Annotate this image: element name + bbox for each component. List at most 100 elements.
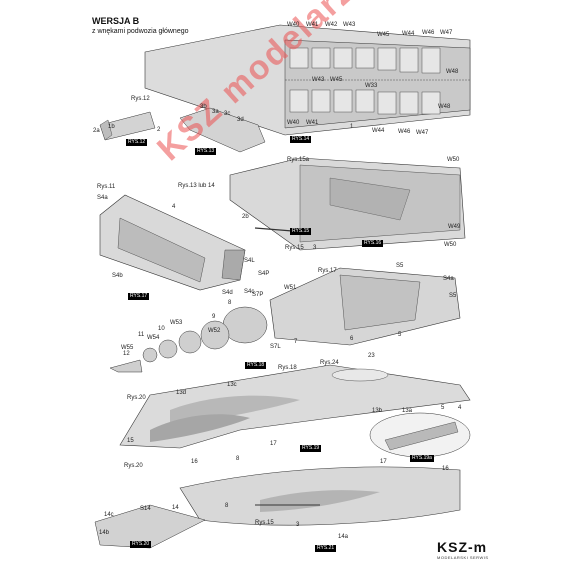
part-label: S4d [222,290,233,296]
part-label: Rys.18 [278,365,297,371]
part-label: W40 [287,22,300,28]
part-label: 3 [313,245,317,251]
part-label: W46 [398,129,411,135]
part-label: W33 [365,83,378,89]
part-label: W44 [372,128,385,134]
detail-rys19a [369,412,471,458]
part-label: Rys.24 [320,360,339,366]
part-label: 5 [441,405,445,411]
part-label: W49 [448,224,461,230]
part-label: Rys.12 [131,96,150,102]
logo-subtext: MODELARSKI SERWIS [437,555,489,560]
part-label: 17 [270,441,277,447]
part-label: 13c [227,382,237,388]
part-label: Rys.15a [287,157,310,163]
part-label: 7 [294,339,298,345]
part-label: S4P [258,271,270,277]
rys-tag: RYS.21 [315,545,337,552]
part-label: Rys.15 [255,520,274,526]
part-label: S4L [244,258,255,264]
part-label: W48 [446,69,459,75]
nose-piece-rys20 [94,504,206,549]
rys-tag: RYS.13 [195,148,217,155]
rys-tag: RYS.16 [362,240,384,247]
part-label: W52 [208,328,221,334]
part-label: 13d [176,390,187,396]
part-label: 8 [236,456,240,462]
part-label: W44 [402,31,415,37]
part-label: S4c [244,289,255,295]
part-label: 3c [224,111,231,117]
part-label: 11 [138,332,145,338]
part-label: W51 [284,285,297,291]
part-label: W45 [330,77,343,83]
cockpit-section-rys18 [269,267,461,346]
part-label: S5 [396,263,404,269]
part-label: 2 [157,127,161,133]
part-label: 13b [372,408,383,414]
part-label: W53 [170,320,183,326]
part-label: S4b [112,273,123,279]
part-label: W43 [343,22,356,28]
nose-rings-rys18 [109,306,268,373]
logo: KSZ-m MODELARSKI SERWIS [437,539,489,560]
part-label: W48 [438,104,451,110]
rys-tag: RYS.20 [130,541,152,548]
fuselage-rys19 [119,364,471,449]
part-label: 5 [398,332,402,338]
part-label: 9 [212,314,216,320]
part-rys13 [179,107,266,153]
rys-tag: RYS.15 [290,228,312,235]
part-label: S4a [443,276,454,282]
part-label: S7L [270,344,281,350]
part-label: 14a [338,534,349,540]
part-label: W41 [306,22,319,28]
part-label: 3a [212,109,219,115]
part-label: 15 [127,438,134,444]
part-label: S7P [252,292,264,298]
part-label: W40 [287,120,300,126]
part-label: 16 [442,466,449,472]
rys-tag: RYS.17 [128,293,150,300]
nose-box-rys17 [99,194,246,291]
part-label: Rys.20 [127,395,146,401]
part-label: S4a [97,195,108,201]
part-label: W47 [416,130,429,136]
part-label: 1 [350,124,354,130]
rys-tag: RYS.19 [300,445,322,452]
part-label: 23 [368,353,375,359]
part-label: 4 [172,204,176,210]
logo-text: KSZ-m [437,539,488,555]
part-label: 2b [242,214,249,220]
part-label: 16 [191,459,198,465]
rys-tag: RYS.19a [410,455,434,462]
part-label: Rys.20 [124,463,143,469]
part-label: W42 [325,22,338,28]
part-label: Rys.11 [97,184,116,190]
part-label: 14 [172,505,179,511]
page-title: WERSJA B [92,16,140,26]
part-label: 17 [380,459,387,465]
part-label: S5 [449,293,457,299]
fuselage-rys21 [179,466,461,526]
part-label: 10 [158,326,165,332]
part-label: W55 [121,345,134,351]
part-label: Rys.17 [318,268,337,274]
part-label: W45 [377,32,390,38]
part-label: Rys.15 [285,245,304,251]
rys-tag: RYS.12 [126,139,148,146]
part-label: S14 [140,506,151,512]
part-rys12 [99,111,156,141]
part-label: W50 [447,157,460,163]
part-label: W50 [444,242,457,248]
part-label: W47 [440,30,453,36]
part-label: 3 [296,522,300,528]
part-label: W54 [147,335,160,341]
part-label: 12 [123,351,130,357]
part-label: 8 [228,300,232,306]
part-label: W41 [306,120,319,126]
part-label: 14b [99,530,110,536]
rys-tag: RYS.18 [245,362,267,369]
part-label: W46 [422,30,435,36]
